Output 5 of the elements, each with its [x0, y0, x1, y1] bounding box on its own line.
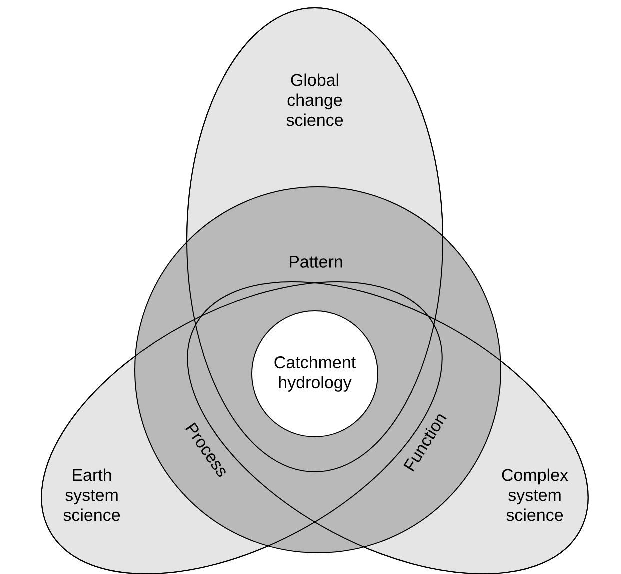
label: Global change science: [286, 74, 344, 126]
label: Catchment hydrology: [274, 356, 356, 392]
region-label: Pattern: [290, 256, 342, 268]
label: Complex system science: [502, 468, 568, 522]
label: Earth system science: [64, 468, 120, 522]
